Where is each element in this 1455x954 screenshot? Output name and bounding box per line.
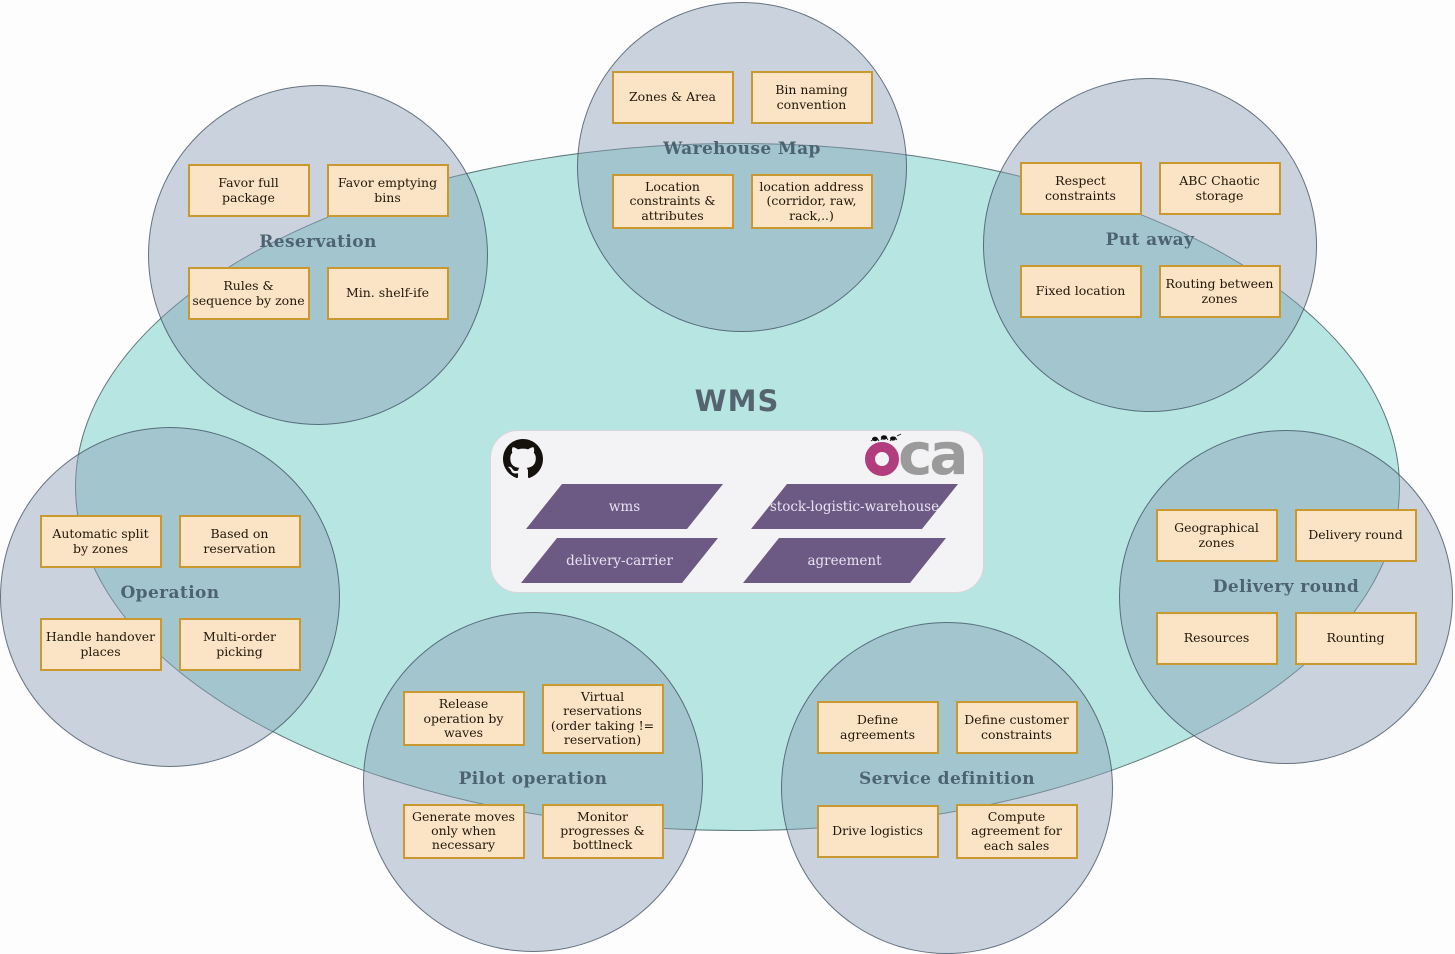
cluster-title: Delivery round (1212, 577, 1360, 597)
cluster-title: Put away (1105, 230, 1195, 250)
cluster-operation: Automatic split by zones Based on reserv… (0, 427, 340, 767)
leaf-node: Routing between zones (1158, 265, 1281, 318)
leaf-node: Geographical zones (1155, 509, 1278, 562)
leaf-node: Rounting (1294, 612, 1417, 665)
center-repos-card: ca wms stock-logistic-warehouse delivery… (490, 420, 984, 593)
leaf-node: Define customer constraints (955, 701, 1078, 754)
cluster-warehouse-map: Zones & Area Bin naming convention Wareh… (577, 2, 907, 332)
cluster-title: Reservation (259, 232, 377, 252)
leaf-node: Location constraints & attributes (611, 174, 734, 230)
leaf-node: Define agreements (816, 701, 939, 754)
leaf-node: Monitor progresses & bottlneck (541, 803, 664, 859)
leaf-node: Delivery round (1294, 509, 1417, 562)
leaf-node: Rules & sequence by zone (187, 267, 310, 320)
leaf-node: Favor emptying bins (326, 164, 449, 217)
cluster-title: Warehouse Map (663, 139, 821, 159)
leaf-node: Virtual reservations (order taking != re… (541, 684, 664, 754)
leaf-node: Respect constraints (1019, 162, 1142, 215)
cluster-pilot-operation: Release operation by waves Virtual reser… (363, 612, 703, 952)
github-icon (503, 439, 543, 479)
leaf-node: Drive logistics (816, 805, 939, 859)
leaf-node: Release operation by waves (402, 691, 525, 747)
leaf-node: Bin naming convention (750, 71, 873, 124)
leaf-node: Fixed location (1019, 265, 1142, 318)
leaf-node: Handle handover places (39, 618, 162, 671)
repo-parallelogram-stock-logistic-warehouse: stock-logistic-warehouse (751, 484, 958, 529)
leaf-node: Resources (1155, 612, 1278, 665)
cluster-title: Service definition (859, 769, 1035, 789)
oca-ca-text: ca (898, 420, 969, 488)
leaf-node: Generate moves only when necessary (402, 803, 525, 859)
repo-parallelogram-delivery-carrier: delivery-carrier (521, 538, 718, 583)
leaf-node: ABC Chaotic storage (1158, 162, 1281, 215)
leaf-node: Automatic split by zones (39, 515, 162, 568)
leaf-node: Favor full package (187, 164, 310, 217)
leaf-node: Min. shelf-ife (326, 267, 449, 320)
repo-parallelogram-agreement: agreement (743, 538, 946, 583)
cluster-title: Pilot operation (458, 768, 608, 789)
oca-ants-icon (870, 433, 902, 442)
leaf-node: Compute agreement for each sales (955, 804, 1078, 860)
cluster-service-definition: Define agreements Define customer constr… (781, 622, 1113, 954)
cluster-delivery-round: Geographical zones Delivery round Delive… (1119, 430, 1453, 764)
leaf-node: location address (corridor, raw, rack,..… (750, 174, 873, 230)
cluster-reservation: Favor full package Favor emptying bins R… (148, 85, 488, 425)
oca-o-ring (865, 442, 899, 476)
repo-parallelogram-wms: wms (526, 484, 723, 529)
page-title: WMS (694, 384, 780, 418)
cluster-put-away: Respect constraints ABC Chaotic storage … (983, 78, 1317, 412)
oca-logo: ca (865, 420, 969, 488)
leaf-node: Based on reservation (178, 515, 301, 568)
leaf-node: Multi-order picking (178, 618, 301, 671)
leaf-node: Zones & Area (611, 71, 734, 124)
cluster-title: Operation (120, 583, 220, 603)
